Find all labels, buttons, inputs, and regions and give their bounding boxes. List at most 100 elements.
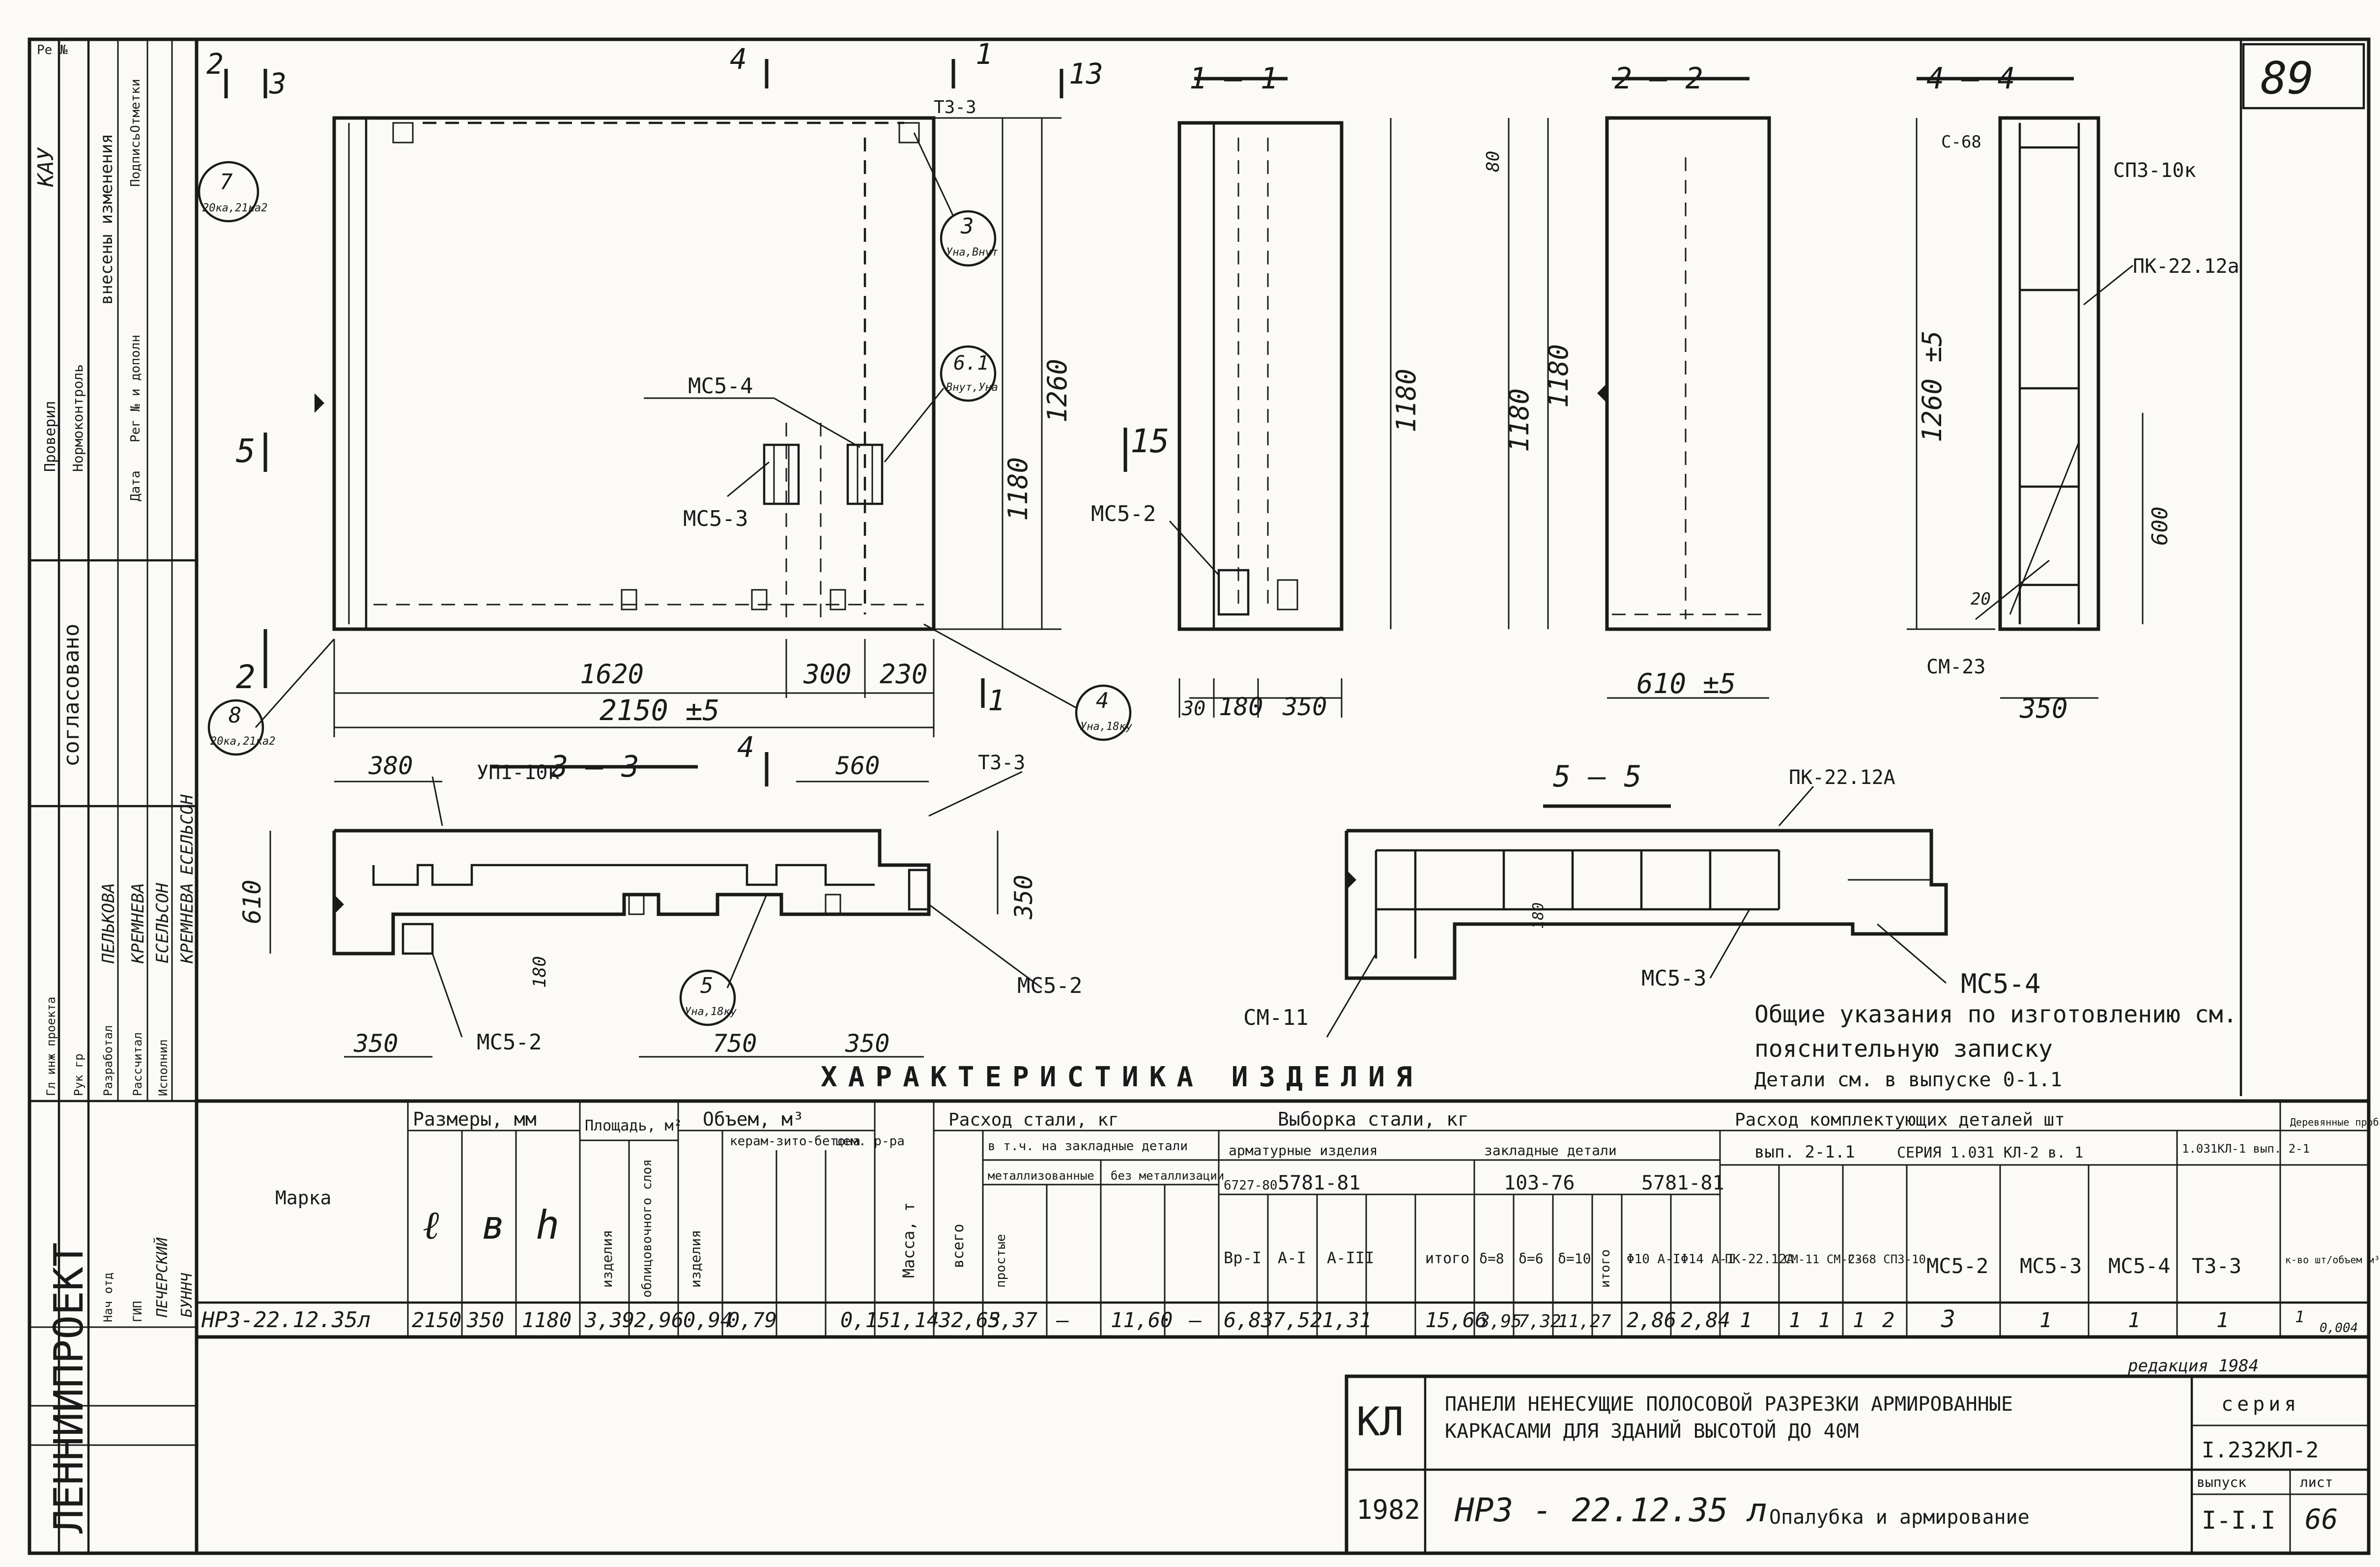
cell-steel-nometal: 11,60 — [1111, 1308, 1173, 1332]
proj-head-label: Гл инж проекта — [44, 997, 58, 1096]
dim-1260-44: 1260 ±5 — [1917, 330, 1948, 442]
tb-vyp-value: I-I.I — [2202, 1506, 2276, 1535]
cell-p-cm-b: 1 — [1818, 1308, 1831, 1332]
sign-label: Подпись — [128, 133, 143, 187]
table-title: ХАРАКТЕРИСТИКА ИЗДЕЛИЯ — [821, 1061, 1423, 1093]
name-pelkova: ПЕЛЬКОВА — [99, 883, 118, 964]
dim-1180-front: 1180 — [1003, 457, 1033, 521]
cut-label-4-33: 4 — [737, 730, 754, 764]
dim-380-33: 380 — [368, 752, 413, 780]
section-3-3 — [269, 752, 1042, 1058]
dim-1260-front: 1260 — [1042, 359, 1073, 423]
th-sel-d10: Φ10 А-I — [1627, 1252, 1681, 1267]
bubble-5-sub: Уна,18ку — [685, 1006, 737, 1018]
cell-vol-keram: 0,79 — [727, 1308, 777, 1332]
th-p-mcs2: МС5-2 — [1926, 1254, 1988, 1278]
cut-label-15: 15 — [1130, 422, 1169, 460]
cut-label-1-right: 1 — [988, 684, 1005, 717]
dim-1180-22a: 1180 — [1543, 344, 1574, 408]
group-head-label: Рук гр — [72, 1053, 86, 1096]
th-h: h — [536, 1202, 559, 1248]
table-column-rules — [407, 1101, 2281, 1337]
table-row: НРЗ-22.12.35л 2150 350 1180 3,39 2,96 0,… — [201, 1306, 2358, 1335]
dim-350-33b: 350 — [353, 1029, 398, 1058]
th-p-c68: С-68 СПЗ-10 — [1848, 1252, 1926, 1266]
th-parts-series: СЕРИЯ 1.031 КЛ-2 в. 1 — [1897, 1144, 2083, 1161]
dim-230: 230 — [880, 659, 928, 690]
bubble-8: 8 — [229, 703, 242, 728]
cell-s6: 7,32 — [1519, 1311, 1561, 1332]
cell-area-item: 3,39 — [584, 1308, 634, 1332]
th-area: Площадь, м² — [585, 1117, 683, 1134]
cell-p-c68-b: 2 — [1882, 1308, 1894, 1332]
th-p-t33: Т3-3 — [2192, 1254, 2241, 1278]
gip-label: ГИП — [131, 1301, 144, 1322]
dim-180-33: 180 — [530, 956, 550, 988]
cut-label-4-top: 4 — [730, 42, 747, 76]
dim-610-22: 610 ±5 — [1636, 668, 1736, 700]
date-col-label: Дата — [128, 470, 143, 501]
dim-350-33c: 350 — [845, 1029, 889, 1058]
label-mcs4-front: МС5-4 — [688, 374, 753, 399]
cell-mark: НРЗ-22.12.35л — [201, 1307, 371, 1333]
bubble-8-sub: 20ка,21ка2 — [210, 735, 275, 748]
org-name: ЛЕННИИПРОЕКТ — [46, 1243, 92, 1534]
th-steel-total: всего — [950, 1224, 967, 1268]
tb-desc-line2: КАРКАСАМИ ДЛЯ ЗДАНИЙ ВЫСОТОЙ ДО 40М — [1445, 1419, 1859, 1443]
th-p-mcs4: МС5-4 — [2108, 1254, 2170, 1278]
kau-label: КАУ — [33, 147, 58, 187]
developed-label: Разработал — [101, 1025, 115, 1097]
cell-steel-metal: 5,37 — [988, 1308, 1037, 1332]
th-sel-a3: А-III — [1327, 1248, 1374, 1267]
section-4-4 — [1907, 77, 2144, 699]
tb-mark: НРЗ - 22.12.35 л — [1454, 1491, 1767, 1529]
bubble-4-sub: Уна,18ку — [1080, 721, 1133, 733]
dim-560-33: 560 — [835, 752, 880, 780]
th-sel-vr: Вр-I — [1224, 1248, 1262, 1267]
th-sel-s6: δ=6 — [1519, 1250, 1544, 1267]
label-t33-33: Т3-3 — [978, 752, 1025, 774]
cut-label-13-top: 13 — [1069, 57, 1103, 90]
th-steel-metal: металлизованные — [988, 1169, 1094, 1183]
bubble-7: 7 — [220, 170, 233, 195]
agreed-label: согласовано — [59, 624, 84, 767]
cell-area-face: 2,96 — [634, 1308, 684, 1332]
page-number: 89 — [2261, 53, 2314, 104]
bubble-6: 6.1 — [953, 352, 989, 375]
note-label: Отметки — [128, 79, 143, 133]
th-l: ℓ — [423, 1202, 439, 1248]
cell-p-mcs4: 1 — [2128, 1308, 2140, 1332]
dim-80-22: 80 — [1483, 151, 1503, 172]
label-cm11-55: СМ-11 — [1243, 1005, 1308, 1030]
cell-a3: 1,31 — [1322, 1308, 1372, 1332]
cell-p-vol: 0,004 — [2320, 1321, 2358, 1335]
label-mcs2-33b: МС5-2 — [477, 1030, 542, 1055]
cell-b: 350 — [466, 1308, 504, 1332]
th-vol-cem: цем. р-ра — [835, 1134, 905, 1149]
note-line-1: Общие указания по изготовлению см. — [1754, 1001, 2237, 1028]
tb-list-label: лист — [2300, 1474, 2333, 1490]
dim-600-44: 600 — [2148, 507, 2173, 546]
bubble-6-sub: Внут,Уна — [946, 381, 998, 394]
section-1-1-title: 1 — 1 — [1189, 61, 1278, 96]
tb-desc-line1: ПАНЕЛИ НЕНЕСУЩИЕ ПОЛОСОВОЙ РАЗРЕЗКИ АРМИ… — [1445, 1392, 2013, 1416]
th-sel-arm: арматурные изделия — [1229, 1142, 1377, 1159]
th-sel-gost1: 6727-80 — [1224, 1178, 1278, 1193]
bubble-3: 3 — [960, 214, 974, 239]
th-b: в — [482, 1202, 505, 1248]
dim-1180-11: 1180 — [1391, 369, 1422, 433]
th-mark: Марка — [275, 1187, 331, 1209]
section-2-2-title: 2 — 2 — [1614, 61, 1703, 96]
label-mcs4-55: МС5-4 — [1961, 968, 2041, 999]
cell-d10: 2,86 — [1627, 1308, 1676, 1332]
th-mass: Масса, т — [899, 1202, 918, 1278]
tb-list-value: 66 — [2305, 1504, 2338, 1536]
bubble-7-sub: 20ка,21ка2 — [202, 202, 267, 214]
tb-vyp-label: выпуск — [2197, 1474, 2246, 1490]
label-spz-44: СПЗ-10к — [2113, 159, 2196, 182]
th-parts-prob: Деревянные пробки — [2290, 1116, 2380, 1128]
normcontrol-label: Нормоконтроль — [70, 364, 86, 472]
th-p-cm: СМ-11 СМ-23 — [1784, 1252, 1862, 1266]
label-mcs2-11: МС5-2 — [1091, 501, 1156, 526]
